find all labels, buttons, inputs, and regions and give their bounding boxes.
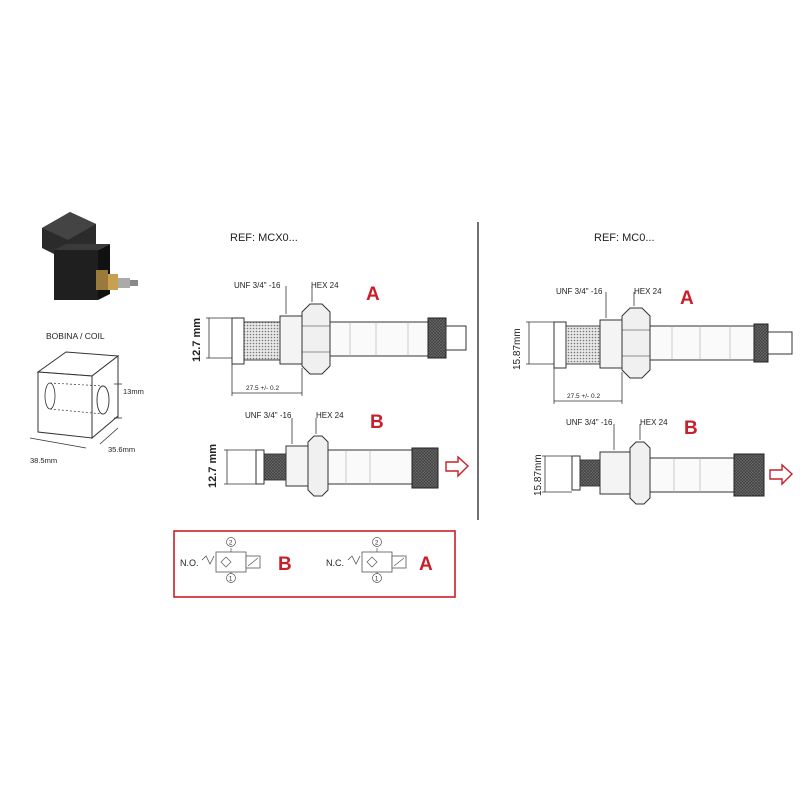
right-b-diameter-dim xyxy=(542,455,572,493)
nc-port-2: 2 xyxy=(375,541,379,547)
left-a-hex: HEX 24 xyxy=(311,281,339,290)
right-b-thread: UNF 3/4" -16 xyxy=(566,418,613,427)
no-label: N.O. xyxy=(180,558,199,568)
no-letter: B xyxy=(278,554,292,575)
coil-sketch xyxy=(29,351,122,449)
left-a-letter: A xyxy=(366,284,380,305)
right-cartridge-a xyxy=(553,307,793,379)
left-a-length: 27.5 +/- 0.2 xyxy=(246,385,279,392)
coil-dim-width: 38.5mm xyxy=(30,456,57,465)
left-b-hex: HEX 24 xyxy=(316,411,344,420)
coil-photo xyxy=(42,212,138,300)
left-b-thread: UNF 3/4" -16 xyxy=(245,411,292,420)
left-b-flow-arrow xyxy=(445,455,470,478)
right-a-hex: HEX 24 xyxy=(634,287,662,296)
right-b-diameter: 15.87mm xyxy=(533,454,544,496)
no-port-1: 1 xyxy=(229,577,233,583)
left-a-thread: UNF 3/4" -16 xyxy=(234,281,281,290)
no-valve-symbol xyxy=(201,537,261,583)
right-a-letter: A xyxy=(680,288,694,309)
coil-title: BOBINA / COIL xyxy=(46,331,105,341)
nc-valve-symbol xyxy=(347,537,407,583)
right-a-thread: UNF 3/4" -16 xyxy=(556,287,603,296)
nc-label: N.C. xyxy=(326,558,344,568)
right-b-flow-arrow xyxy=(769,463,794,486)
right-b-hex: HEX 24 xyxy=(640,418,668,427)
right-cartridge-b xyxy=(571,441,765,505)
left-b-diameter: 12.7 mm xyxy=(207,444,219,488)
left-ref: REF: MCX0... xyxy=(230,232,298,244)
left-b-letter: B xyxy=(370,412,384,433)
left-cartridge-a xyxy=(231,303,467,375)
left-b-diameter-dim xyxy=(224,449,256,485)
coil-dim-depth: 35.6mm xyxy=(108,445,135,454)
right-ref: REF: MC0... xyxy=(594,232,655,244)
left-cartridge-b xyxy=(255,435,439,497)
right-a-diameter-dim xyxy=(526,321,554,365)
right-a-diameter: 15.87mm xyxy=(512,328,523,370)
nc-letter: A xyxy=(419,554,433,575)
right-b-letter: B xyxy=(684,418,698,439)
coil-dim-height: 13mm xyxy=(123,387,144,396)
left-a-length-dim xyxy=(231,364,303,396)
left-a-diameter: 12.7 mm xyxy=(191,318,203,362)
left-a-diameter-dim xyxy=(206,317,232,359)
no-port-2: 2 xyxy=(229,541,233,547)
nc-port-1: 1 xyxy=(375,577,379,583)
right-a-length: 27.5 +/- 0.2 xyxy=(567,393,600,400)
right-a-length-dim xyxy=(553,368,623,404)
